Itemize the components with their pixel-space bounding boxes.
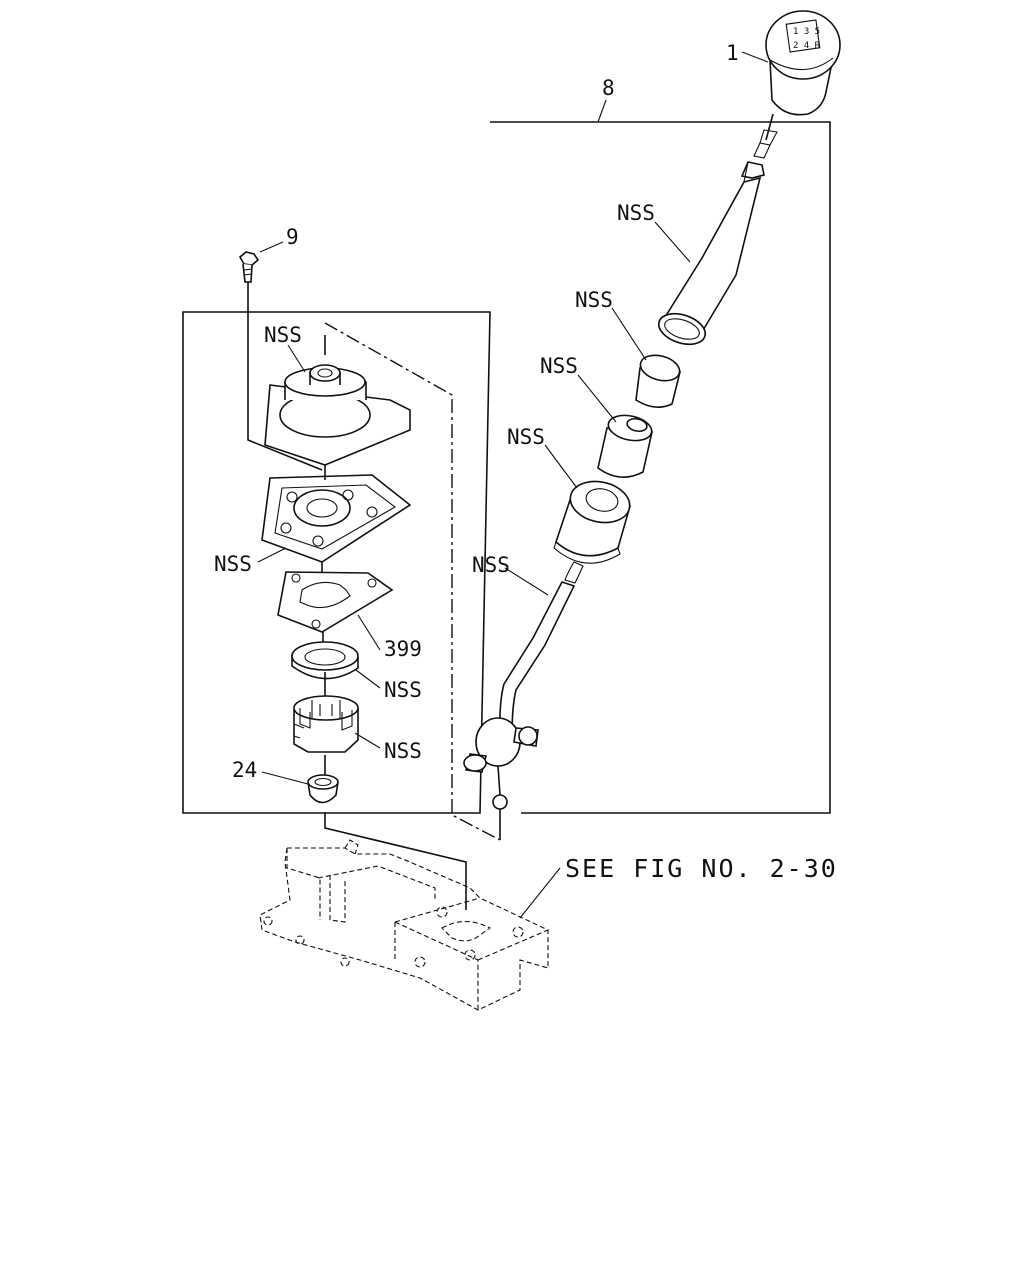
callout-nss-plate: NSS	[214, 552, 252, 576]
see-figure-reference: SEE FIG NO. 2-30	[565, 854, 838, 883]
bolt	[238, 251, 323, 471]
shift-lever-upper	[657, 129, 778, 346]
seal	[291, 641, 359, 680]
callout-knob: 1	[726, 41, 739, 65]
shift-lever-lower	[463, 561, 584, 840]
center-axis	[321, 335, 467, 910]
callout-assembly: 8	[602, 76, 615, 100]
callout-nss-bushing-1: NSS	[575, 288, 613, 312]
callout-nss-seal: NSS	[384, 678, 422, 702]
callout-nss-lever-lower: NSS	[472, 553, 510, 577]
retainer	[293, 695, 359, 753]
assembly-frame	[182, 121, 831, 814]
gearbox-housing	[259, 839, 549, 1011]
bushing-upper	[635, 354, 682, 408]
callout-nss-bushing-3: NSS	[507, 425, 545, 449]
bushing-middle	[597, 414, 653, 478]
base-plate	[277, 571, 394, 633]
shift-knob: 1 3 5 2 4 R	[765, 10, 841, 141]
callout-cap: 24	[232, 758, 257, 782]
callout-nss-retainer: NSS	[384, 739, 422, 763]
leader-lines	[257, 51, 769, 919]
svg-text:2 4 R: 2 4 R	[793, 41, 821, 51]
retainer-plate	[261, 474, 412, 563]
callout-nss-lever-upper: NSS	[617, 201, 655, 225]
shift-boot	[264, 364, 411, 466]
callout-nss-bushing-2: NSS	[540, 354, 578, 378]
cap	[307, 774, 339, 804]
callout-bolt: 9	[286, 225, 299, 249]
callout-399: 399	[384, 637, 422, 661]
phantom-line	[324, 322, 501, 841]
bushing-lower	[553, 480, 632, 564]
callout-nss-boot: NSS	[264, 323, 302, 347]
svg-text:1 3 5: 1 3 5	[793, 27, 820, 37]
